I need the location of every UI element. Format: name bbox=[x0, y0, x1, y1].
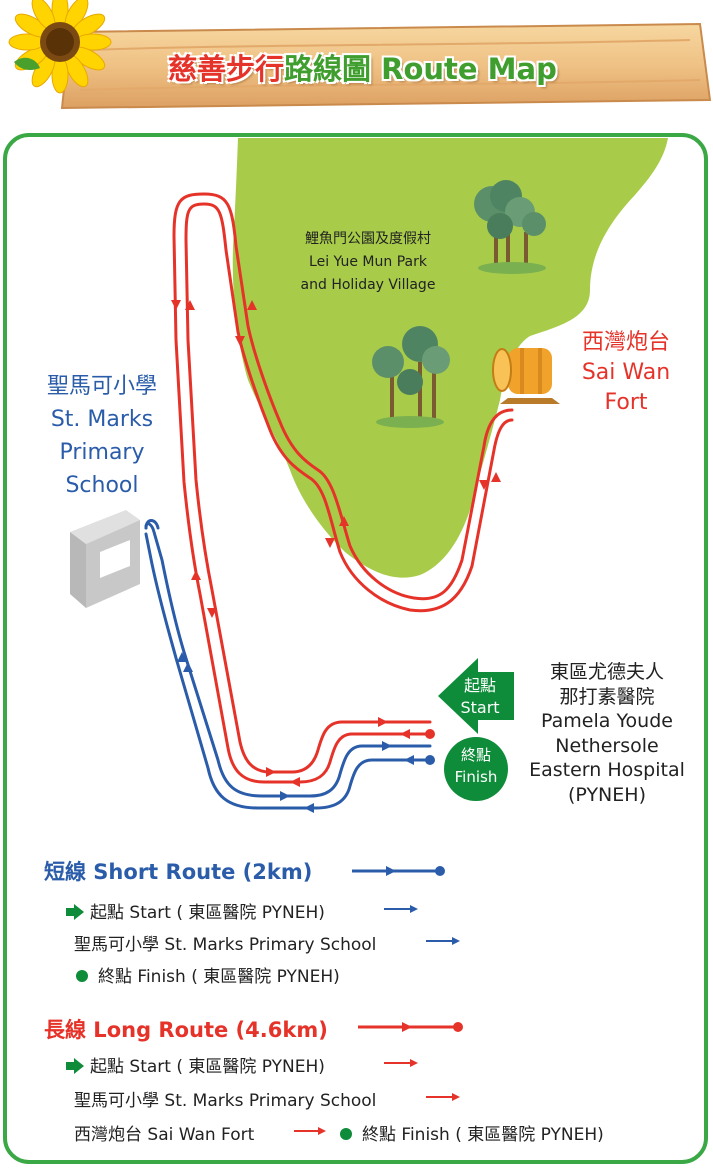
start-badge-label: 起點 Start bbox=[460, 676, 500, 717]
finish-badge-label: 終點 Finish bbox=[454, 746, 498, 786]
red-arrow bbox=[290, 777, 300, 787]
red-arrow bbox=[491, 472, 501, 482]
long-step-school: 聖馬可小學 St. Marks Primary School bbox=[74, 1091, 377, 1111]
red-arrow bbox=[325, 538, 335, 548]
finish-badge bbox=[444, 737, 508, 801]
red-arrow bbox=[185, 300, 195, 310]
sunflower-icon bbox=[8, 0, 112, 94]
long-route-arrows bbox=[171, 300, 501, 787]
fort-cannon-icon bbox=[492, 348, 560, 404]
red-arrow bbox=[191, 570, 201, 580]
short-legend-line bbox=[352, 866, 445, 876]
blue-arrow bbox=[177, 652, 187, 662]
short-route-heading: 短線 Short Route (2km) bbox=[44, 860, 313, 884]
red-arrow bbox=[235, 336, 245, 346]
fort-label: 西灣炮台 Sai Wan Fort bbox=[581, 330, 671, 415]
red-arrow bbox=[400, 729, 410, 739]
long-step-fort: 西灣炮台 Sai Wan Fort bbox=[74, 1125, 255, 1145]
short-route bbox=[144, 519, 432, 810]
page-title: 慈善步行路線圖 Route Map bbox=[168, 52, 557, 86]
school-icon bbox=[70, 510, 140, 608]
blue-arrow bbox=[280, 791, 290, 801]
green-arrow-icon bbox=[66, 904, 84, 920]
green-dot-icon bbox=[340, 1128, 352, 1140]
short-step-school: 聖馬可小學 St. Marks Primary School bbox=[74, 935, 377, 955]
blue-arrow bbox=[304, 803, 314, 813]
red-arrow bbox=[207, 608, 217, 618]
short-step1-arrow bbox=[384, 905, 418, 913]
long-step3-arrow bbox=[294, 1127, 326, 1135]
blue-route-end-dot bbox=[425, 755, 435, 765]
red-arrow bbox=[266, 767, 276, 777]
hospital-label: 東區尤德夫人 那打素醫院 Pamela Youde Nethersole Eas… bbox=[529, 661, 685, 806]
tree-group-top bbox=[474, 180, 546, 274]
green-dot-icon bbox=[76, 970, 88, 982]
long-step2-arrow bbox=[426, 1093, 460, 1101]
blue-arrow bbox=[404, 755, 414, 765]
long-step-start: 起點 Start ( 東區醫院 PYNEH) bbox=[66, 1052, 325, 1077]
short-route-arrows bbox=[177, 652, 414, 813]
long-legend-line bbox=[358, 1022, 463, 1032]
blue-arrow bbox=[183, 662, 193, 672]
red-arrow bbox=[378, 717, 388, 727]
red-arrow bbox=[479, 480, 489, 490]
short-step2-arrow bbox=[426, 937, 460, 945]
park-land bbox=[232, 138, 668, 578]
green-arrow-icon bbox=[66, 1058, 84, 1074]
red-route-end-dot bbox=[425, 729, 435, 739]
banner bbox=[8, 0, 712, 110]
short-step-start: 起點 Start ( 東區醫院 PYNEH) bbox=[66, 898, 325, 923]
red-arrow bbox=[247, 300, 257, 310]
long-route-heading: 長線 Long Route (4.6km) bbox=[44, 1018, 328, 1042]
long-step-finish: 終點 Finish ( 東區醫院 PYNEH) bbox=[338, 1120, 604, 1145]
short-step-finish: 終點 Finish ( 東區醫院 PYNEH) bbox=[74, 962, 340, 987]
start-badge bbox=[438, 658, 514, 734]
school-label: 聖馬可小學 St. Marks Primary School bbox=[46, 374, 157, 498]
long-step1-arrow bbox=[384, 1059, 418, 1067]
red-arrow bbox=[171, 300, 181, 310]
tree-group-bottom bbox=[372, 326, 450, 428]
red-arrow bbox=[339, 516, 349, 526]
park-label: 鯉魚門公園及度假村 Lei Yue Mun Park and Holiday V… bbox=[300, 231, 436, 293]
blue-arrow bbox=[382, 741, 392, 751]
